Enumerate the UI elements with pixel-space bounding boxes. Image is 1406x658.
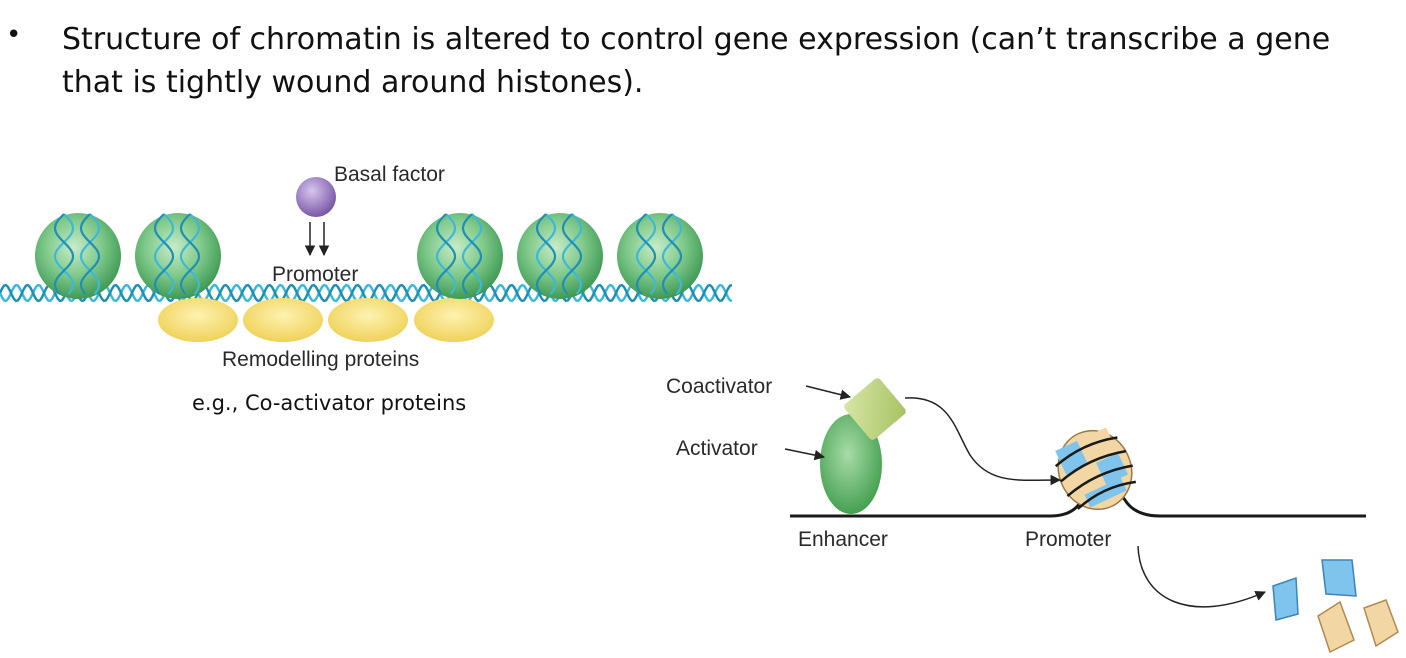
coactivator bbox=[844, 378, 906, 440]
coactivator-to-nucleosome-arrow bbox=[904, 397, 1062, 486]
coactivator-pointer-arrow bbox=[805, 385, 852, 400]
histone-release-arrow bbox=[1137, 545, 1266, 608]
promoter-label-left: Promoter bbox=[272, 263, 358, 286]
promoter-label-right: Promoter bbox=[1025, 528, 1111, 551]
remodelling-proteins bbox=[158, 298, 494, 342]
remodelling-proteins-label: Remodelling proteins bbox=[222, 348, 419, 371]
nucleosome bbox=[517, 213, 603, 299]
remodeled-nucleosome bbox=[1054, 427, 1137, 511]
released-histones bbox=[1272, 559, 1399, 654]
basal-factor bbox=[296, 177, 336, 257]
nucleosome bbox=[417, 213, 503, 299]
coactivator-label: Coactivator bbox=[666, 375, 772, 398]
activator-label: Activator bbox=[676, 437, 758, 460]
basal-factor-label: Basal factor bbox=[334, 163, 445, 186]
activator bbox=[820, 414, 882, 514]
enhancer-label: Enhancer bbox=[798, 528, 888, 551]
bullet-text: Structure of chromatin is altered to con… bbox=[62, 22, 1331, 100]
bullet-symbol: • bbox=[6, 20, 22, 50]
nucleosome bbox=[617, 213, 703, 299]
example-label: e.g., Co-activator proteins bbox=[192, 391, 466, 415]
activator-pointer-arrow bbox=[784, 448, 826, 461]
nucleosome bbox=[35, 213, 121, 299]
nucleosome bbox=[135, 213, 221, 299]
nucleosomes bbox=[35, 213, 703, 299]
